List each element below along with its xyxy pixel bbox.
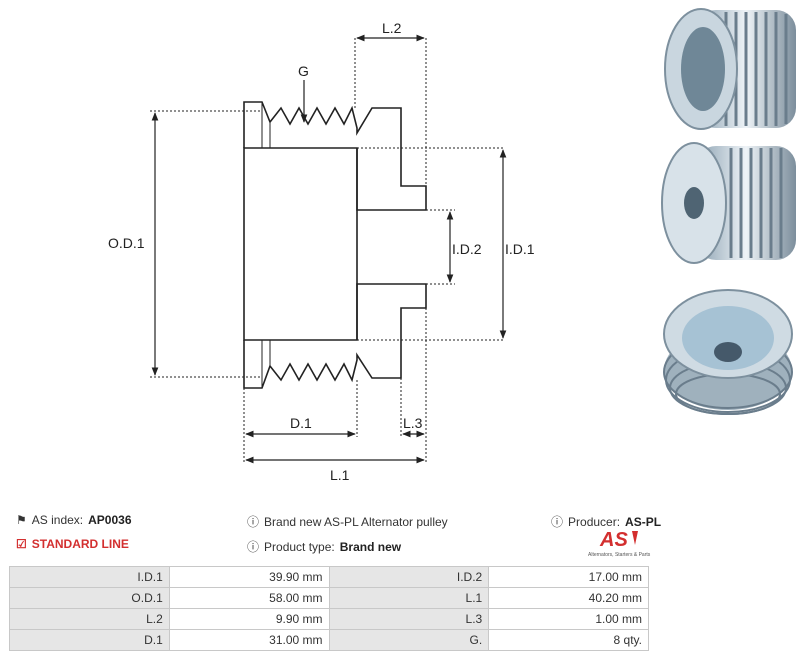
spec-label: L.1 (328, 587, 490, 609)
svg-text:AS: AS (599, 529, 628, 551)
label-g: G (298, 63, 309, 79)
table-row: I.D.1 39.90 mm I.D.2 17.00 mm (9, 566, 649, 588)
as-index-value: AP0036 (88, 513, 132, 527)
check-square-icon: ☑ (16, 537, 27, 551)
tags-icon: ⚑ (16, 513, 27, 527)
producer: ⓘ Producer: AS-PL (551, 513, 661, 530)
label-id1: I.D.1 (505, 241, 535, 257)
table-row: O.D.1 58.00 mm L.1 40.20 mm (9, 587, 649, 609)
table-row: L.2 9.90 mm L.3 1.00 mm (9, 608, 649, 630)
label-id2: I.D.2 (452, 241, 482, 257)
product-type: ⓘ Product type: Brand new (247, 538, 401, 555)
description-text: Brand new AS-PL Alternator pulley (264, 514, 448, 529)
label-l3: L.3 (403, 415, 423, 431)
info-icon: ⓘ (551, 515, 564, 529)
table-row: D.1 31.00 mm G. 8 qty. (9, 629, 649, 651)
product-type-value: Brand new (339, 539, 402, 554)
label-l1: L.1 (330, 467, 350, 483)
standard-line: ☑ STANDARD LINE (16, 537, 129, 551)
svg-text:Alternators, Starters & Parts: Alternators, Starters & Parts (588, 552, 651, 558)
product-type-label: Product type: (264, 539, 335, 554)
spec-value: 39.90 mm (168, 566, 330, 588)
label-l2: L.2 (382, 20, 402, 36)
spec-label: L.2 (9, 608, 170, 630)
product-photo-back (663, 289, 793, 415)
product-photo-side (664, 8, 796, 130)
spec-value: 17.00 mm (488, 566, 649, 588)
spec-label: D.1 (9, 629, 170, 651)
standard-line-label: STANDARD LINE (31, 537, 129, 551)
spec-value: 8 qty. (488, 629, 649, 651)
as-pl-logo: AS Alternators, Starters & Parts (588, 529, 651, 558)
pulley-technical-drawing: L.2 G O.D.1 I.D.2 I.D.1 D.1 L.3 L.1 (108, 20, 535, 483)
as-index-label: AS index: (31, 513, 84, 527)
as-index: ⚑ AS index: AP0036 (16, 513, 132, 527)
product-photo-front (661, 142, 796, 264)
info-icon: ⓘ (247, 515, 260, 529)
producer-label: Producer: (568, 514, 621, 529)
spec-value: 58.00 mm (168, 587, 330, 609)
groove-top (243, 101, 427, 211)
spec-value: 40.20 mm (488, 587, 649, 609)
pulley-outline (243, 147, 358, 341)
label-od1: O.D.1 (108, 235, 145, 251)
spec-label: I.D.2 (328, 566, 490, 588)
description: ⓘ Brand new AS-PL Alternator pulley (247, 513, 448, 530)
spec-label: I.D.1 (9, 566, 170, 588)
groove-bottom (243, 283, 427, 389)
spec-value: 1.00 mm (488, 608, 649, 630)
spec-label: O.D.1 (9, 587, 170, 609)
spec-table: I.D.1 39.90 mm I.D.2 17.00 mm O.D.1 58.0… (9, 566, 649, 651)
info-icon: ⓘ (247, 540, 260, 554)
spec-value: 31.00 mm (168, 629, 330, 651)
label-d1: D.1 (290, 415, 312, 431)
spec-value: 9.90 mm (168, 608, 330, 630)
spec-label: G. (328, 629, 490, 651)
spec-label: L.3 (328, 608, 490, 630)
producer-value: AS-PL (625, 514, 662, 529)
